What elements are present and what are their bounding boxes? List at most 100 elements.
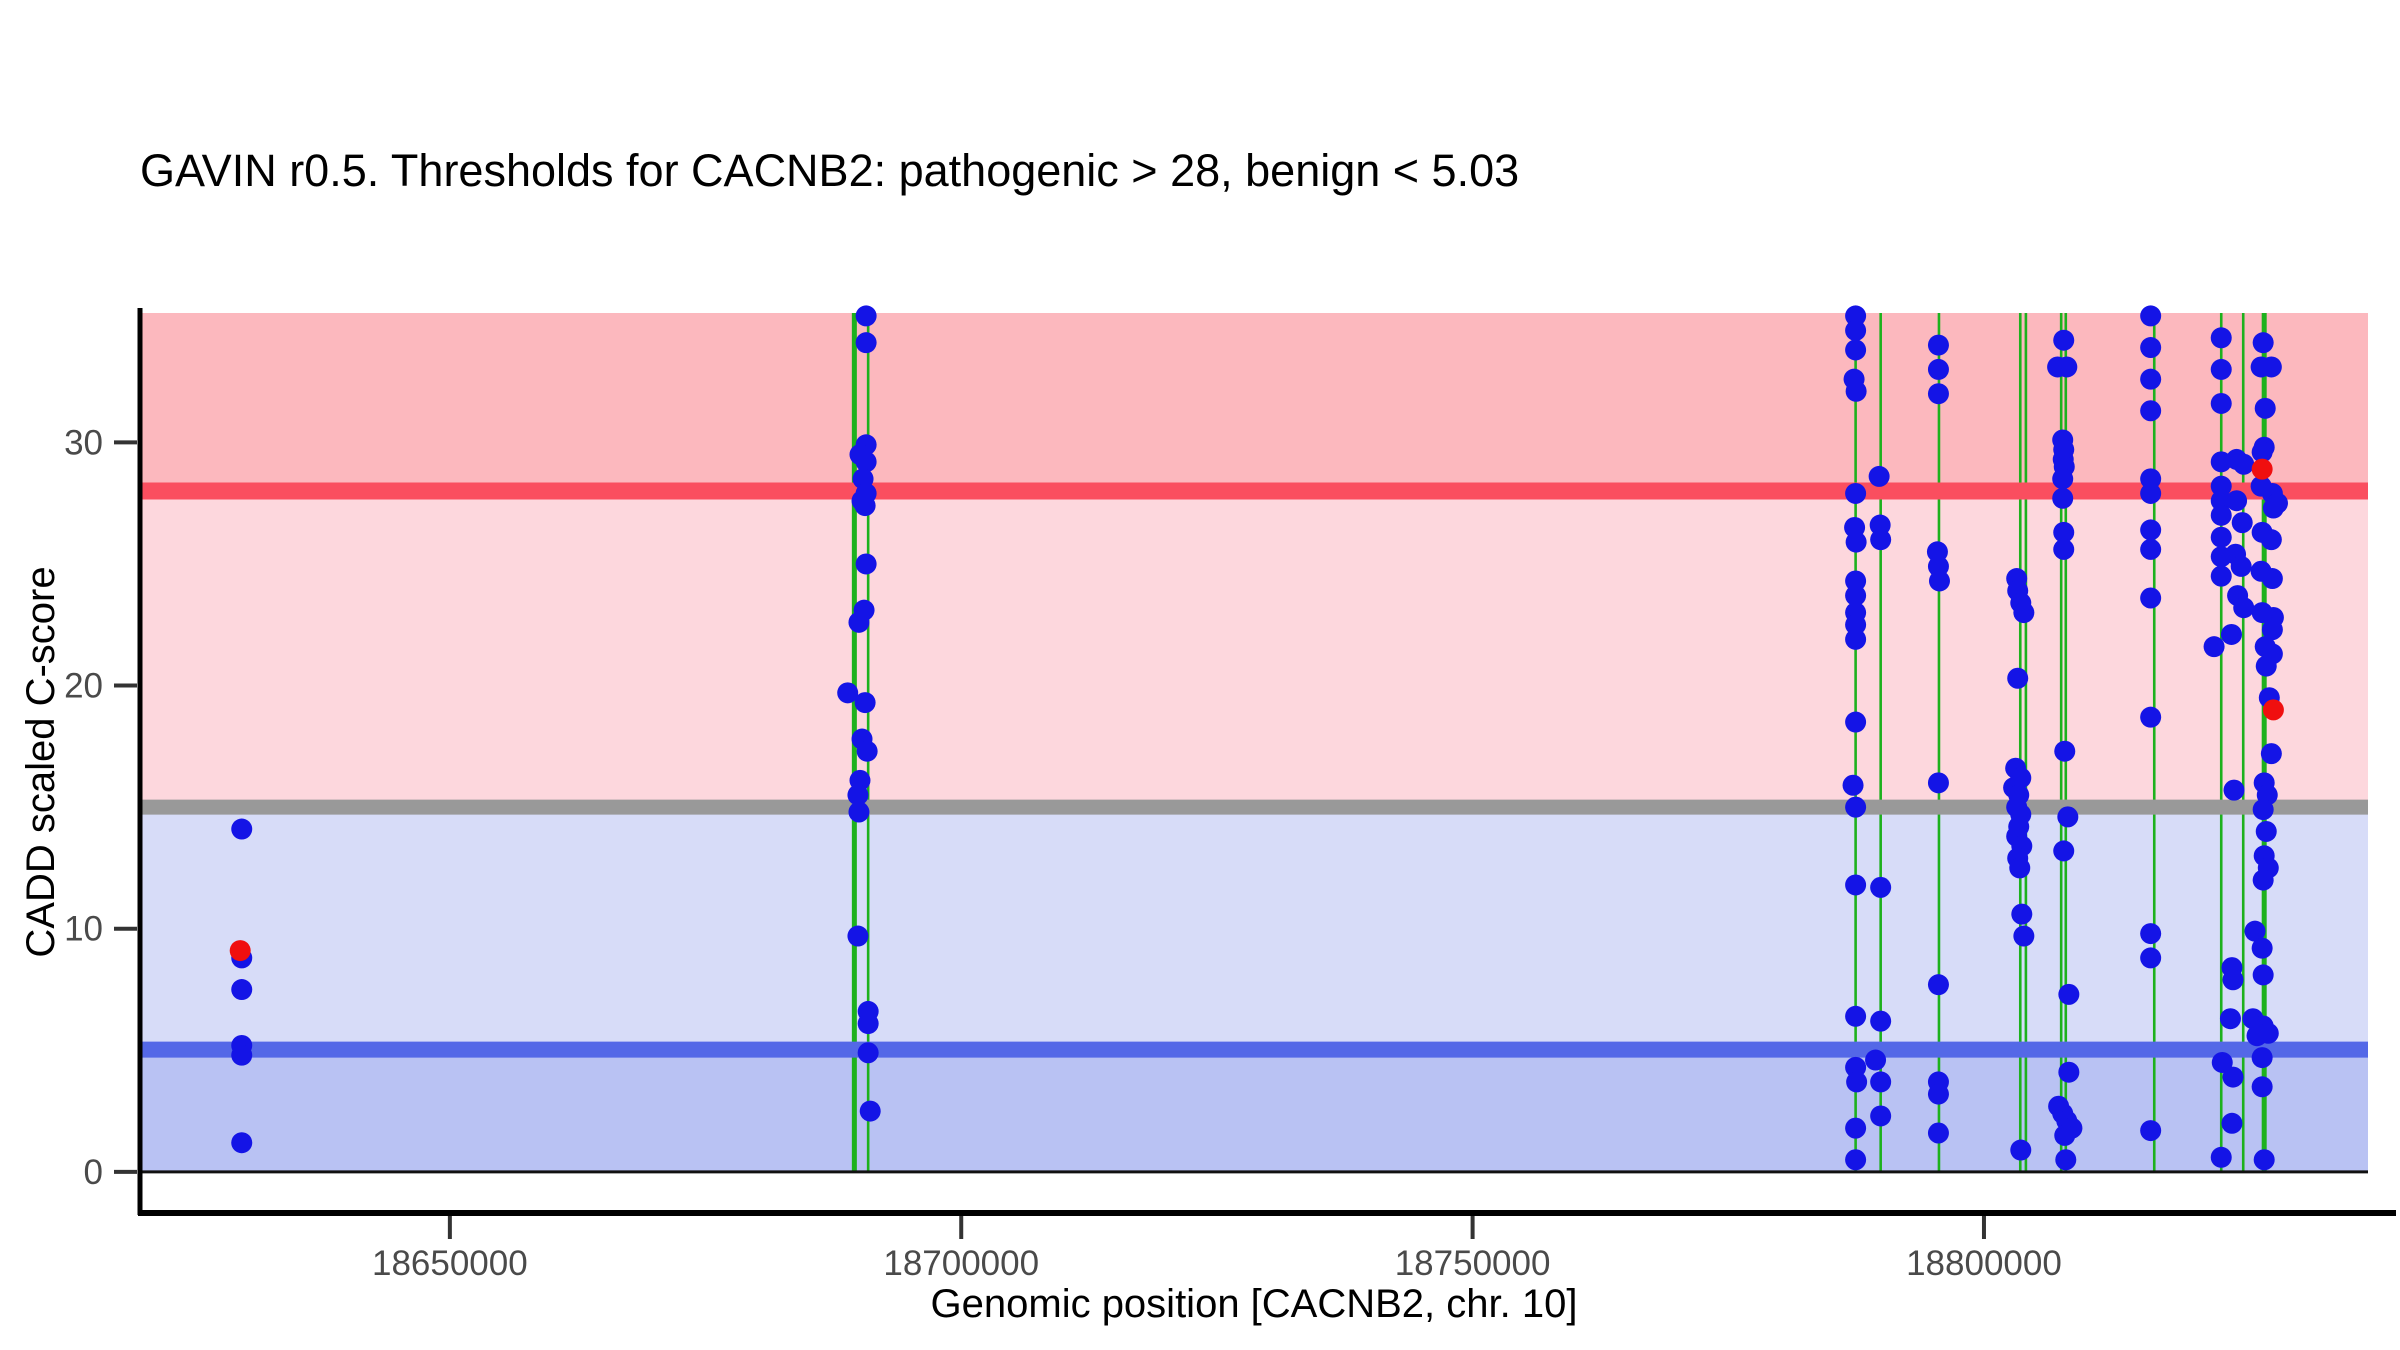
gnomad-variant-point <box>2010 1139 2032 1161</box>
gnomad-variant-point <box>2058 983 2080 1005</box>
gnomad-variant-point <box>2260 743 2282 765</box>
gnomad-variant-point <box>854 692 876 714</box>
gnomad-variant-point <box>2057 806 2079 828</box>
gnomad-variant-point <box>2252 964 2274 986</box>
gnomad-variant-point <box>2140 519 2162 541</box>
y-tick-label: 20 <box>64 667 103 706</box>
gnomad-variant-point <box>2013 602 2035 624</box>
y-tick-label: 30 <box>64 423 103 462</box>
y-tick-label: 0 <box>84 1153 103 1192</box>
clinvar-pathogenic-point <box>2251 458 2273 480</box>
gnomad-variant-point <box>2233 453 2255 475</box>
gnomad-variant-point <box>1927 772 1949 794</box>
gnomad-variant-point <box>2252 799 2274 821</box>
gnomad-variant-point <box>2251 937 2273 959</box>
gnomad-variant-point <box>1927 358 1949 380</box>
gnomad-variant-point <box>2140 400 2162 422</box>
gnomad-variant-point <box>2210 565 2232 587</box>
gnomad-variant-point <box>2140 305 2162 327</box>
gnomad-variant-point <box>1870 1010 1892 1032</box>
gnomad-variant-point <box>1927 383 1949 405</box>
gnomad-variant-point <box>1845 711 1867 733</box>
gnomad-variant-point <box>1845 380 1867 402</box>
gnomad-variant-point <box>2140 1120 2162 1142</box>
gnomad-variant-point <box>1927 1122 1949 1144</box>
gnomad-variant-point <box>1927 334 1949 356</box>
gnomad-variant-point <box>2210 526 2232 548</box>
gnomad-variant-point <box>2260 356 2282 378</box>
gnomad-variant-point <box>2140 947 2162 969</box>
gnomad-variant-point <box>2140 482 2162 504</box>
gnomad-variant-point <box>2260 529 2282 551</box>
gnomad-variant-point <box>2210 1146 2232 1168</box>
gnomad-variant-point <box>231 979 253 1001</box>
clinvar-pathogenic-point <box>2262 699 2284 721</box>
gnomad-variant-point <box>2013 925 2035 947</box>
gnomad-variant-point <box>2007 667 2029 689</box>
gnomad-variant-point <box>2210 327 2232 349</box>
gnomad-variant-point <box>2140 538 2162 560</box>
gnomad-variant-point <box>231 1132 253 1154</box>
gnomad-variant-point <box>2211 1051 2233 1073</box>
gnomad-variant-point <box>848 611 870 633</box>
gnomad-variant-point <box>847 925 869 947</box>
gnomad-variant-point <box>2054 740 2076 762</box>
gnomad-variant-point <box>1845 585 1867 607</box>
gnomad-variant-point <box>848 801 870 823</box>
gnomad-variant-point <box>2056 356 2078 378</box>
gnomad-variant-point <box>2009 857 2031 879</box>
gnomad-variant-point <box>1870 1105 1892 1127</box>
gnomad-variant-point <box>1845 531 1867 553</box>
gnomad-variant-point <box>2220 623 2242 645</box>
gnomad-variant-point <box>1870 1071 1892 1093</box>
y-tick-label: 10 <box>64 910 103 949</box>
gnomad-variant-point <box>855 305 877 327</box>
gnomad-variant-point <box>2140 368 2162 390</box>
gnomad-variant-point <box>857 1042 879 1064</box>
gnomad-variant-point <box>2011 903 2033 925</box>
gnomad-variant-point <box>2252 869 2274 891</box>
gnomad-variant-point <box>2222 969 2244 991</box>
gnomad-variant-point <box>2055 1149 2077 1171</box>
gnomad-variant-point <box>2053 521 2075 543</box>
x-tick-label: 18750000 <box>1395 1244 1551 1283</box>
gnomad-variant-point <box>1845 874 1867 896</box>
gnomad-variant-point <box>2223 779 2245 801</box>
gnomad-variant-point <box>2140 468 2162 490</box>
gnomad-variant-point <box>2210 490 2232 512</box>
gnomad-variant-point <box>2052 468 2074 490</box>
x-tick-label: 18700000 <box>883 1244 1039 1283</box>
gnomad-variant-point <box>2210 392 2232 414</box>
gnomad-variant-point <box>847 784 869 806</box>
gnomad-variant-point <box>856 740 878 762</box>
gnomad-variant-point <box>2140 337 2162 359</box>
gnomad-variant-point <box>2244 920 2266 942</box>
gnomad-variant-point <box>855 553 877 575</box>
gnomad-variant-point <box>1845 1149 1867 1171</box>
gnomad-variant-point <box>1845 1005 1867 1027</box>
gnomad-variant-point <box>2251 1076 2273 1098</box>
classification-band <box>141 807 2368 1050</box>
gnomad-variant-point <box>2261 568 2283 590</box>
gnomad-variant-point <box>2230 555 2252 577</box>
x-tick-label: 18650000 <box>372 1244 528 1283</box>
gnomad-variant-point <box>2052 487 2074 509</box>
gnomad-variant-point <box>2251 1047 2273 1069</box>
gnomad-variant-point <box>2053 329 2075 351</box>
gnomad-variant-point <box>1845 339 1867 361</box>
gnomad-variant-point <box>1870 529 1892 551</box>
gnomad-variant-point <box>837 682 859 704</box>
gnomad-variant-point <box>2255 655 2277 677</box>
gnomad-variant-point <box>2203 636 2225 658</box>
gnomad-variant-point <box>1845 482 1867 504</box>
gnomad-variant-point <box>2058 1061 2080 1083</box>
gnomad-variant-point <box>1927 974 1949 996</box>
gnomad-variant-point <box>2261 619 2283 641</box>
gnomad-variant-point <box>2221 1112 2243 1134</box>
gnomad-variant-point <box>859 1100 881 1122</box>
gnomad-variant-point <box>1845 796 1867 818</box>
gnomad-variant-point <box>2251 441 2273 463</box>
gnomad-variant-point <box>2252 332 2274 354</box>
gnomad-variant-point <box>1868 465 1890 487</box>
